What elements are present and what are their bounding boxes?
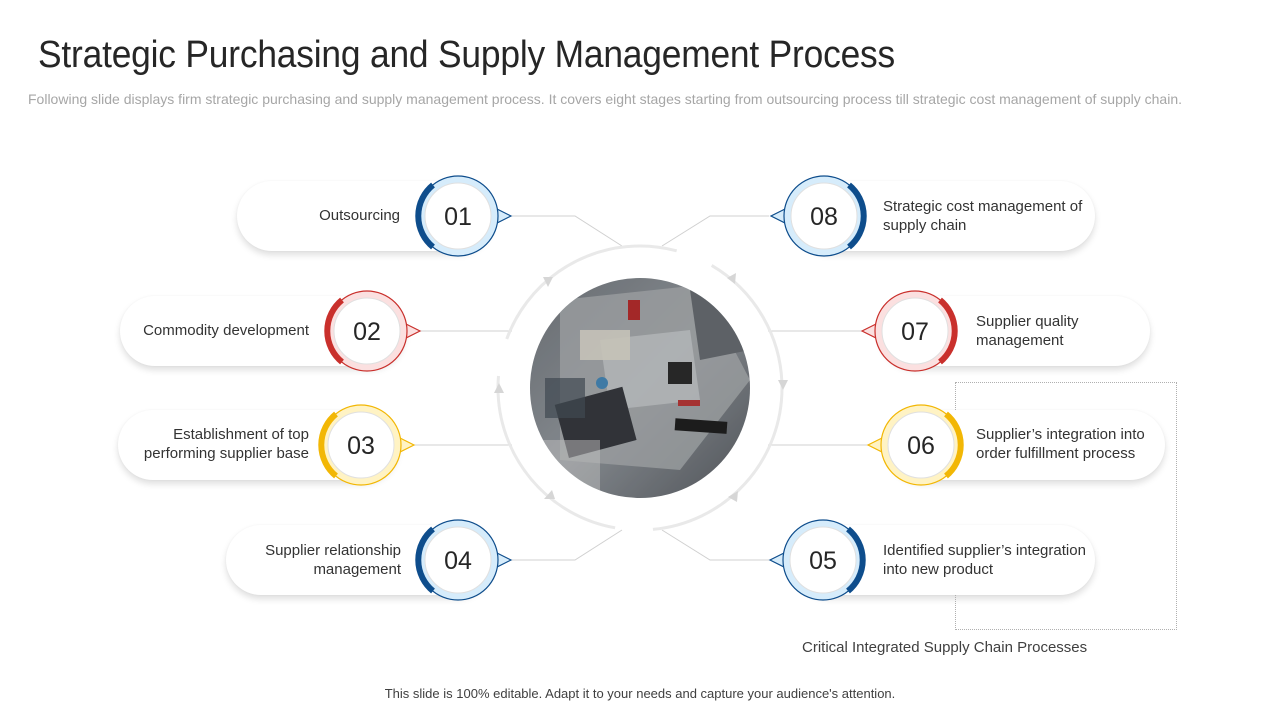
center-photo <box>530 278 750 498</box>
stage-label-03: Establishment of top performing supplier… <box>143 426 309 462</box>
stage-marker-02 <box>324 290 422 372</box>
cycle-arrow-icon <box>778 380 788 390</box>
stage-label-02: Commodity development <box>143 322 309 339</box>
connector-08 <box>661 215 769 247</box>
stage-marker-06 <box>866 404 964 486</box>
critical-processes-bracket <box>955 382 1177 630</box>
stage-label-08: Strategic cost management of supply chai… <box>883 198 1083 234</box>
stage-number-04: 04 <box>444 547 472 575</box>
bracket-tick-bottom <box>955 595 957 628</box>
bracket-tick-top <box>955 382 957 410</box>
stage-number-07: 07 <box>901 318 929 346</box>
page-title: Strategic Purchasing and Supply Manageme… <box>38 34 896 76</box>
stage-marker-05 <box>768 519 866 601</box>
cycle-arrow-icon <box>728 491 738 502</box>
cycle-ring <box>494 244 788 532</box>
stage-label-06: Supplier’s integration into order fulfil… <box>976 426 1145 462</box>
stage-marker-01 <box>415 175 513 257</box>
cycle-arrow-icon <box>544 490 555 499</box>
stage-label-01: Outsourcing <box>319 207 400 224</box>
connector-01 <box>512 215 623 247</box>
footer-note: This slide is 100% editable. Adapt it to… <box>384 686 896 701</box>
connector-lines <box>413 215 868 561</box>
cycle-arrow-icon <box>727 273 736 284</box>
connector-05 <box>661 529 769 561</box>
stage-number-06: 06 <box>907 432 935 460</box>
stage-number-03: 03 <box>347 432 375 460</box>
stage-number-01: 01 <box>444 203 472 231</box>
page-subtitle: Following slide displays firm strategic … <box>28 91 1182 107</box>
stage-number-08: 08 <box>810 203 838 231</box>
stage-marker-04 <box>415 519 513 601</box>
stage-number-02: 02 <box>353 318 381 346</box>
stage-label-04: Supplier relationship management <box>265 542 401 578</box>
stage-label-05: Identified supplier’s integration into n… <box>883 542 1086 578</box>
stage-label-07: Supplier quality management <box>976 313 1079 349</box>
stage-number-05: 05 <box>809 547 837 575</box>
cycle-arrow-icon <box>543 277 553 287</box>
stage-marker-07 <box>860 290 958 372</box>
bracket-caption: Critical Integrated Supply Chain Process… <box>802 639 1088 656</box>
stage-marker-08 <box>769 175 867 257</box>
cycle-arrow-icon <box>494 383 504 393</box>
stage-marker-03 <box>318 404 416 486</box>
connector-04 <box>512 529 623 561</box>
